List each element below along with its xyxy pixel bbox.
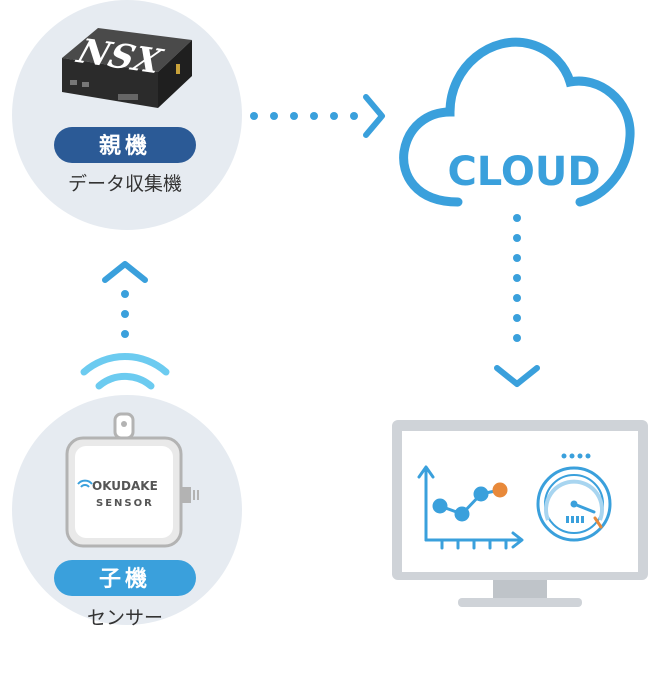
gateway-device-icon: NSX xyxy=(62,28,192,108)
wireless-signal-icon xyxy=(80,353,170,390)
child-caption: センサー xyxy=(87,607,163,629)
child-badge xyxy=(54,560,196,596)
monitor-neck xyxy=(493,580,547,598)
monitor-icon xyxy=(392,420,648,607)
sensor-logo-line1: OKUDAKE xyxy=(92,479,158,493)
sensor-logo-line2: SENSOR xyxy=(96,498,154,509)
arrow-parent-to-cloud xyxy=(250,94,385,138)
child-badge-label: 子機 xyxy=(99,567,151,592)
cloud-label: CLOUD xyxy=(447,149,600,195)
cloud-icon: CLOUD xyxy=(399,37,635,207)
gauge-icon xyxy=(536,453,612,542)
arrow-sensor-to-parent xyxy=(102,261,148,338)
arrow-cloud-to-monitor xyxy=(494,214,540,387)
parent-caption: データ収集機 xyxy=(68,173,182,195)
parent-node: NSX 親機 データ収集機 xyxy=(12,0,242,230)
parent-badge-label: 親機 xyxy=(99,134,151,159)
sensor-device-icon: OKUDAKE SENSOR xyxy=(65,412,199,548)
monitor-stand xyxy=(458,598,582,607)
parent-badge xyxy=(54,127,196,163)
line-chart-icon xyxy=(417,465,524,550)
child-node: OKUDAKE SENSOR 子機 センサー xyxy=(12,395,242,629)
